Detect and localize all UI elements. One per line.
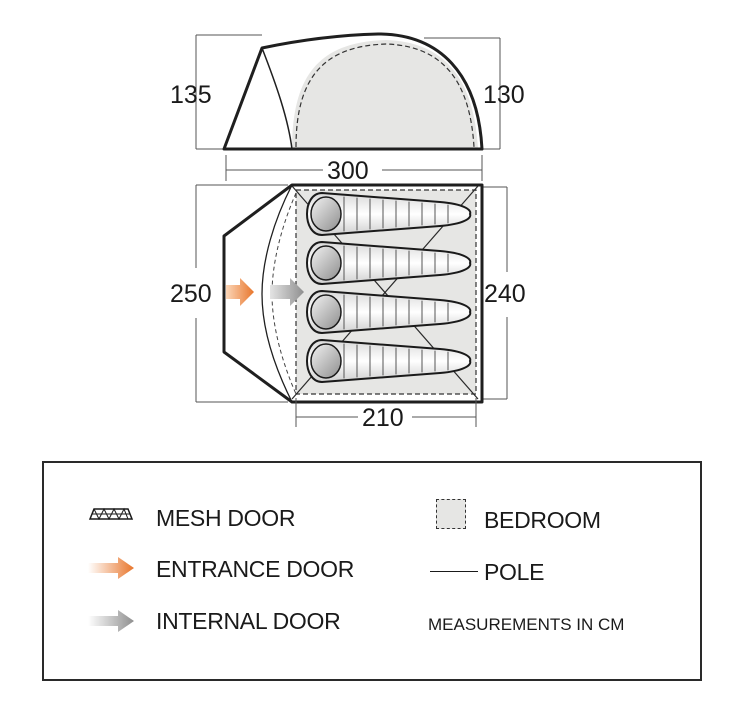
internal-door-arrow [270, 278, 304, 306]
entrance-door-legend-icon [88, 557, 134, 579]
dim-width-bedroom: 240 [484, 280, 526, 308]
entrance-door-arrow [226, 278, 254, 306]
sleeping-bag [306, 240, 472, 286]
legend-internal-door-label: INTERNAL DOOR [156, 608, 341, 634]
legend-box: MESH DOOR ENTRANCE DOOR INTERNAL DOOR BE… [42, 461, 702, 681]
tent-floorplan-diagram: 135 130 300 [170, 32, 526, 432]
internal-door-legend-icon [88, 610, 134, 632]
sleeping-bags [306, 191, 472, 384]
side-flysheet-outline [222, 32, 484, 151]
legend-bedroom-label: BEDROOM [484, 507, 601, 533]
legend-pole-label: POLE [484, 559, 545, 585]
pole-line-icon [430, 571, 478, 572]
plan-view: 250 240 210 [170, 183, 526, 432]
bedroom-swatch-icon [436, 499, 466, 529]
dim-length-bedroom: 210 [362, 404, 404, 432]
side-view: 135 130 [170, 32, 525, 151]
length-total-dimension: 300 [225, 155, 483, 185]
sleeping-bag [306, 191, 472, 237]
sleeping-bag [306, 289, 472, 335]
legend-entrance-door-label: ENTRANCE DOOR [156, 556, 355, 582]
side-pole [261, 47, 293, 150]
dim-height-entrance: 135 [170, 81, 212, 109]
sleeping-bag [306, 338, 472, 384]
dim-height-bedroom: 130 [483, 81, 525, 109]
dim-length-total: 300 [327, 157, 369, 185]
legend-mesh-door-label: MESH DOOR [156, 505, 296, 531]
dim-width-entrance: 250 [170, 280, 212, 308]
mesh-door-icon [88, 507, 134, 521]
measurements-note: MEASUREMENTS IN CM [428, 615, 625, 634]
side-bedroom-dome [292, 40, 478, 149]
plan-porch-pole [261, 184, 293, 403]
